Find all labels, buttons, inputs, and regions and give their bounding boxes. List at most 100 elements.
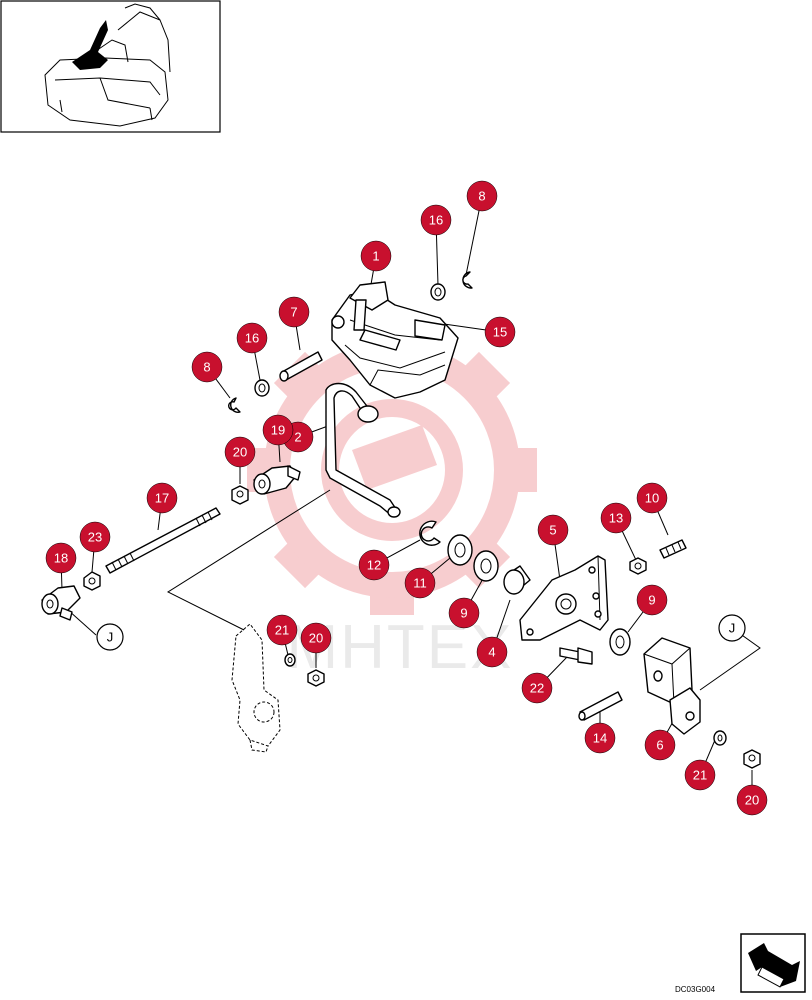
- callout-label: 17: [155, 491, 169, 506]
- callout-label: 10: [645, 491, 659, 506]
- callout-22: 22: [521, 672, 553, 704]
- callout-circle: [360, 240, 392, 272]
- callout-21: 21: [266, 614, 298, 646]
- callout-label: 5: [549, 523, 556, 538]
- washer-11: [447, 534, 473, 566]
- washer-9-right: [609, 628, 631, 656]
- pin-7: [279, 351, 323, 382]
- callout-label: 7: [290, 305, 297, 320]
- callout-label: 19: [271, 423, 285, 438]
- pin-14: [578, 691, 623, 721]
- callout-label: 16: [245, 331, 259, 346]
- callout-circle: [191, 351, 223, 383]
- callout-circle: [278, 296, 310, 328]
- clip-8-lower: [228, 397, 241, 413]
- rod-end-18: [41, 585, 81, 621]
- callout-13: 13: [600, 502, 632, 534]
- nut-23: [83, 571, 101, 591]
- callout-21: 21: [684, 759, 716, 791]
- pedal-rod: [325, 382, 401, 518]
- callout-9: 9: [448, 597, 480, 629]
- callout-circle: [636, 584, 668, 616]
- callout-label: 13: [609, 511, 623, 526]
- callout-label: 16: [429, 213, 443, 228]
- callout-8: 8: [466, 180, 498, 212]
- bolt-10: [659, 539, 687, 559]
- callout-label: 15: [493, 325, 507, 340]
- nut-13: [629, 557, 647, 575]
- callout-label: 12: [367, 558, 381, 573]
- nut-20-right: [743, 749, 761, 769]
- callout-circle: [584, 722, 616, 754]
- callout-label: 22: [530, 681, 544, 696]
- highlighted-pedal: [72, 20, 108, 70]
- reference-label: J: [107, 630, 114, 645]
- callout-20: 20: [300, 622, 332, 654]
- callout-circle: [600, 502, 632, 534]
- callout-label: 9: [648, 593, 655, 608]
- pedal-bracket-assembly: [331, 281, 459, 399]
- callout-4: 4: [476, 636, 508, 668]
- bushing-4: [503, 565, 531, 595]
- callout-19: 19: [262, 414, 294, 446]
- callout-label: 20: [745, 793, 759, 808]
- callout-18: 18: [45, 542, 77, 574]
- callout-label: 20: [309, 631, 323, 646]
- callout-23: 23: [79, 521, 111, 553]
- callout-circle: [466, 180, 498, 212]
- callout-circle: [224, 436, 256, 468]
- callout-label: 11: [413, 576, 427, 591]
- callout-circle: [537, 514, 569, 546]
- callout-circle: [644, 729, 676, 761]
- washer-21-lower-left: [284, 653, 296, 667]
- callout-15: 15: [484, 316, 516, 348]
- callout-label: 14: [593, 731, 607, 746]
- callout-10: 10: [636, 482, 668, 514]
- callout-circle: [448, 597, 480, 629]
- bolt-22: [559, 647, 593, 665]
- callout-circle: [684, 759, 716, 791]
- rod-end-19: [253, 465, 301, 495]
- callout-circle: [146, 482, 178, 514]
- callout-circle: [300, 622, 332, 654]
- callout-20: 20: [736, 784, 768, 816]
- callout-label: 21: [693, 768, 707, 783]
- reference-marker-j-left: J: [96, 623, 124, 651]
- threaded-rod-17: [105, 507, 221, 574]
- callouts: 1245678899101112131415161617181920202021…: [45, 180, 768, 816]
- callout-8: 8: [191, 351, 223, 383]
- clip-8-upper: [462, 271, 473, 289]
- callout-circle: [79, 521, 111, 553]
- callout-12: 12: [358, 549, 390, 581]
- washer-9-left: [473, 550, 499, 582]
- callout-label: 6: [656, 738, 663, 753]
- bracket-block-6: [643, 637, 701, 735]
- callout-1: 1: [360, 240, 392, 272]
- callout-20: 20: [224, 436, 256, 468]
- callout-label: 21: [275, 623, 289, 638]
- washer-21-right: [713, 730, 727, 746]
- callout-7: 7: [278, 296, 310, 328]
- callout-label: 20: [233, 445, 247, 460]
- callout-circle: [484, 316, 516, 348]
- callout-11: 11: [404, 567, 436, 599]
- callout-14: 14: [584, 722, 616, 754]
- callout-label: 2: [294, 430, 301, 445]
- reference-lever-dashed: [231, 623, 281, 753]
- callout-label: 8: [203, 360, 210, 375]
- washer-16-lower: [254, 379, 270, 397]
- reference-label: J: [729, 621, 736, 636]
- callout-circle: [236, 322, 268, 354]
- callout-label: 8: [478, 189, 485, 204]
- callout-circle: [420, 204, 452, 236]
- callout-5: 5: [537, 514, 569, 546]
- callout-circle: [521, 672, 553, 704]
- callout-circle: [404, 567, 436, 599]
- nut-20-lower-left: [307, 669, 325, 687]
- mounting-bracket-5: [519, 555, 609, 641]
- nut-20-upper: [231, 485, 249, 505]
- callout-circle: [45, 542, 77, 574]
- navigation-arrow-icon[interactable]: [740, 933, 806, 993]
- callout-circle: [736, 784, 768, 816]
